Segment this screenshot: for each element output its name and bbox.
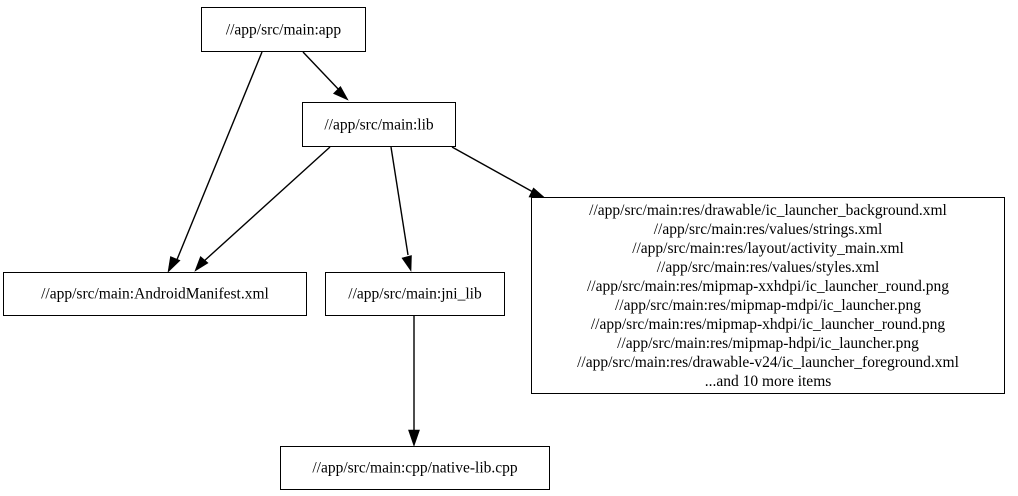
node-label: //app/src/main:app [226,22,342,39]
resources-line: //app/src/main:res/mipmap-xhdpi/ic_launc… [591,316,946,333]
edge-line [202,146,331,263]
arrowhead-icon [332,86,349,101]
node-label: //app/src/main:cpp/native-lib.cpp [312,460,518,477]
node-app[interactable]: //app/src/main:app [201,7,366,52]
edge-line [451,146,534,193]
edge-app-to-lib [302,51,349,101]
node-resources[interactable]: //app/src/main:res/drawable/ic_launcher_… [531,197,1005,394]
node-android-manifest[interactable]: //app/src/main:AndroidManifest.xml [3,272,307,316]
arrowhead-icon [167,256,181,273]
edge-line [175,51,263,263]
node-native-lib-cpp[interactable]: //app/src/main:cpp/native-lib.cpp [280,446,550,490]
resources-line: //app/src/main:res/drawable/ic_launcher_… [589,202,947,219]
node-box[interactable] [280,446,550,490]
node-box[interactable] [302,102,456,147]
edge-app-to-manifest [167,51,263,273]
edge-jni-lib-to-native-lib [408,316,420,447]
resources-line: //app/src/main:res/mipmap-xxhdpi/ic_laun… [587,278,949,295]
node-jni-lib[interactable]: //app/src/main:jni_lib [325,272,505,316]
node-label: //app/src/main:AndroidManifest.xml [41,286,269,303]
arrowhead-icon [194,255,209,272]
node-box[interactable] [3,272,307,316]
resources-line: //app/src/main:res/mipmap-mdpi/ic_launch… [615,297,921,314]
node-label: //app/src/main:jni_lib [348,286,482,303]
arrowhead-icon [401,255,412,272]
resources-line: //app/src/main:res/values/strings.xml [654,221,883,238]
edge-lib-to-resources [451,146,546,199]
resources-line: //app/src/main:res/values/styles.xml [657,259,880,276]
node-box[interactable] [325,272,505,316]
node-box[interactable] [531,197,1005,394]
node-box[interactable] [201,7,366,52]
edge-line [302,51,342,93]
edge-line [390,146,409,256]
resources-line: //app/src/main:res/layout/activity_main.… [632,240,904,257]
edge-lib-to-jni-lib [390,146,412,272]
node-lib[interactable]: //app/src/main:lib [302,102,456,147]
arrowhead-icon [408,429,420,447]
resources-line: //app/src/main:res/mipmap-hdpi/ic_launch… [617,335,919,352]
resources-line: //app/src/main:res/drawable-v24/ic_launc… [577,354,959,371]
edge-lib-to-manifest [194,146,331,272]
graph-edges [167,51,546,447]
resources-line: ...and 10 more items [705,373,832,390]
arrowhead-icon [528,187,546,199]
node-label: //app/src/main:lib [324,117,434,134]
